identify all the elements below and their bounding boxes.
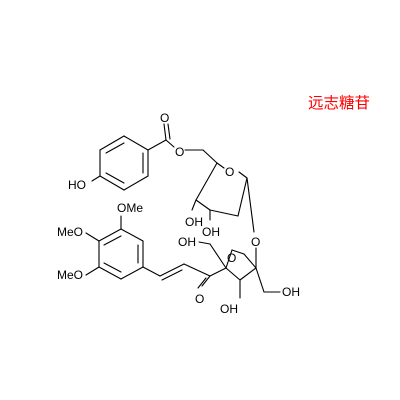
bond-ch2-glc-c5 [202, 149, 218, 164]
bond-carbonyl-double-b [167, 123, 171, 140]
trimethoxyphenyl-ring [98, 228, 144, 280]
bond-carbonyl-double-a [163, 123, 167, 141]
bond-fru-ch2-oh [198, 241, 211, 245]
bond-fru-c3-enone [209, 267, 227, 277]
bond-alkene-aryl [142, 266, 161, 277]
fructose-c6-oh-label: OH [282, 285, 300, 299]
hydroxyl-label: HO [68, 178, 86, 192]
enone-oxygen-label: O [195, 292, 204, 306]
ester-oxygen-label: O [175, 145, 184, 159]
carbonyl-oxygen-label: O [160, 111, 169, 125]
bond-fru-c6-ch2 [255, 267, 265, 293]
fructose-ring [225, 249, 257, 281]
fructose-c1-oh-label: OH [178, 235, 196, 249]
glucose-ring [195, 162, 248, 217]
bond-alkene-double-b [161, 269, 183, 281]
compound-name: 远志糖苷 [308, 94, 370, 112]
methoxy-mid-label: MeO [57, 225, 83, 239]
glucose-ring-oxygen-label: O [225, 165, 234, 179]
glucose-c4-oh-label: OH [185, 215, 203, 229]
bond-carbonyl-ester-o [165, 139, 175, 148]
fructose-c4-oh-label: OH [220, 302, 238, 316]
bond-ring-carbonyl [147, 139, 167, 151]
fructose-ring-oxygen-label: O [227, 251, 236, 265]
glucose-c3-oh-label: OH [202, 225, 220, 239]
bond-enone-carbonyl-a [201, 275, 211, 287]
benzoyl-ring [99, 135, 149, 191]
bond-enone-carbonyl-b [197, 277, 207, 289]
methoxy-bottom-label: MeO [57, 268, 83, 282]
bond-alkene-double-a [159, 263, 185, 277]
bond-aryl-ome-mid [85, 232, 100, 242]
bond-fru-c1-ch2 [209, 243, 227, 269]
bond-carbonyl-alkene [183, 263, 211, 277]
bond-glc-c4-oh [191, 199, 197, 211]
bond-phenol-oh [91, 175, 101, 182]
bond-glc-c1-glycosidic [246, 177, 255, 233]
glycosidic-oxygen-label: O [251, 235, 260, 249]
methoxy-top-label: OMe [117, 201, 143, 215]
bond-aryl-ome-bot [85, 266, 100, 276]
